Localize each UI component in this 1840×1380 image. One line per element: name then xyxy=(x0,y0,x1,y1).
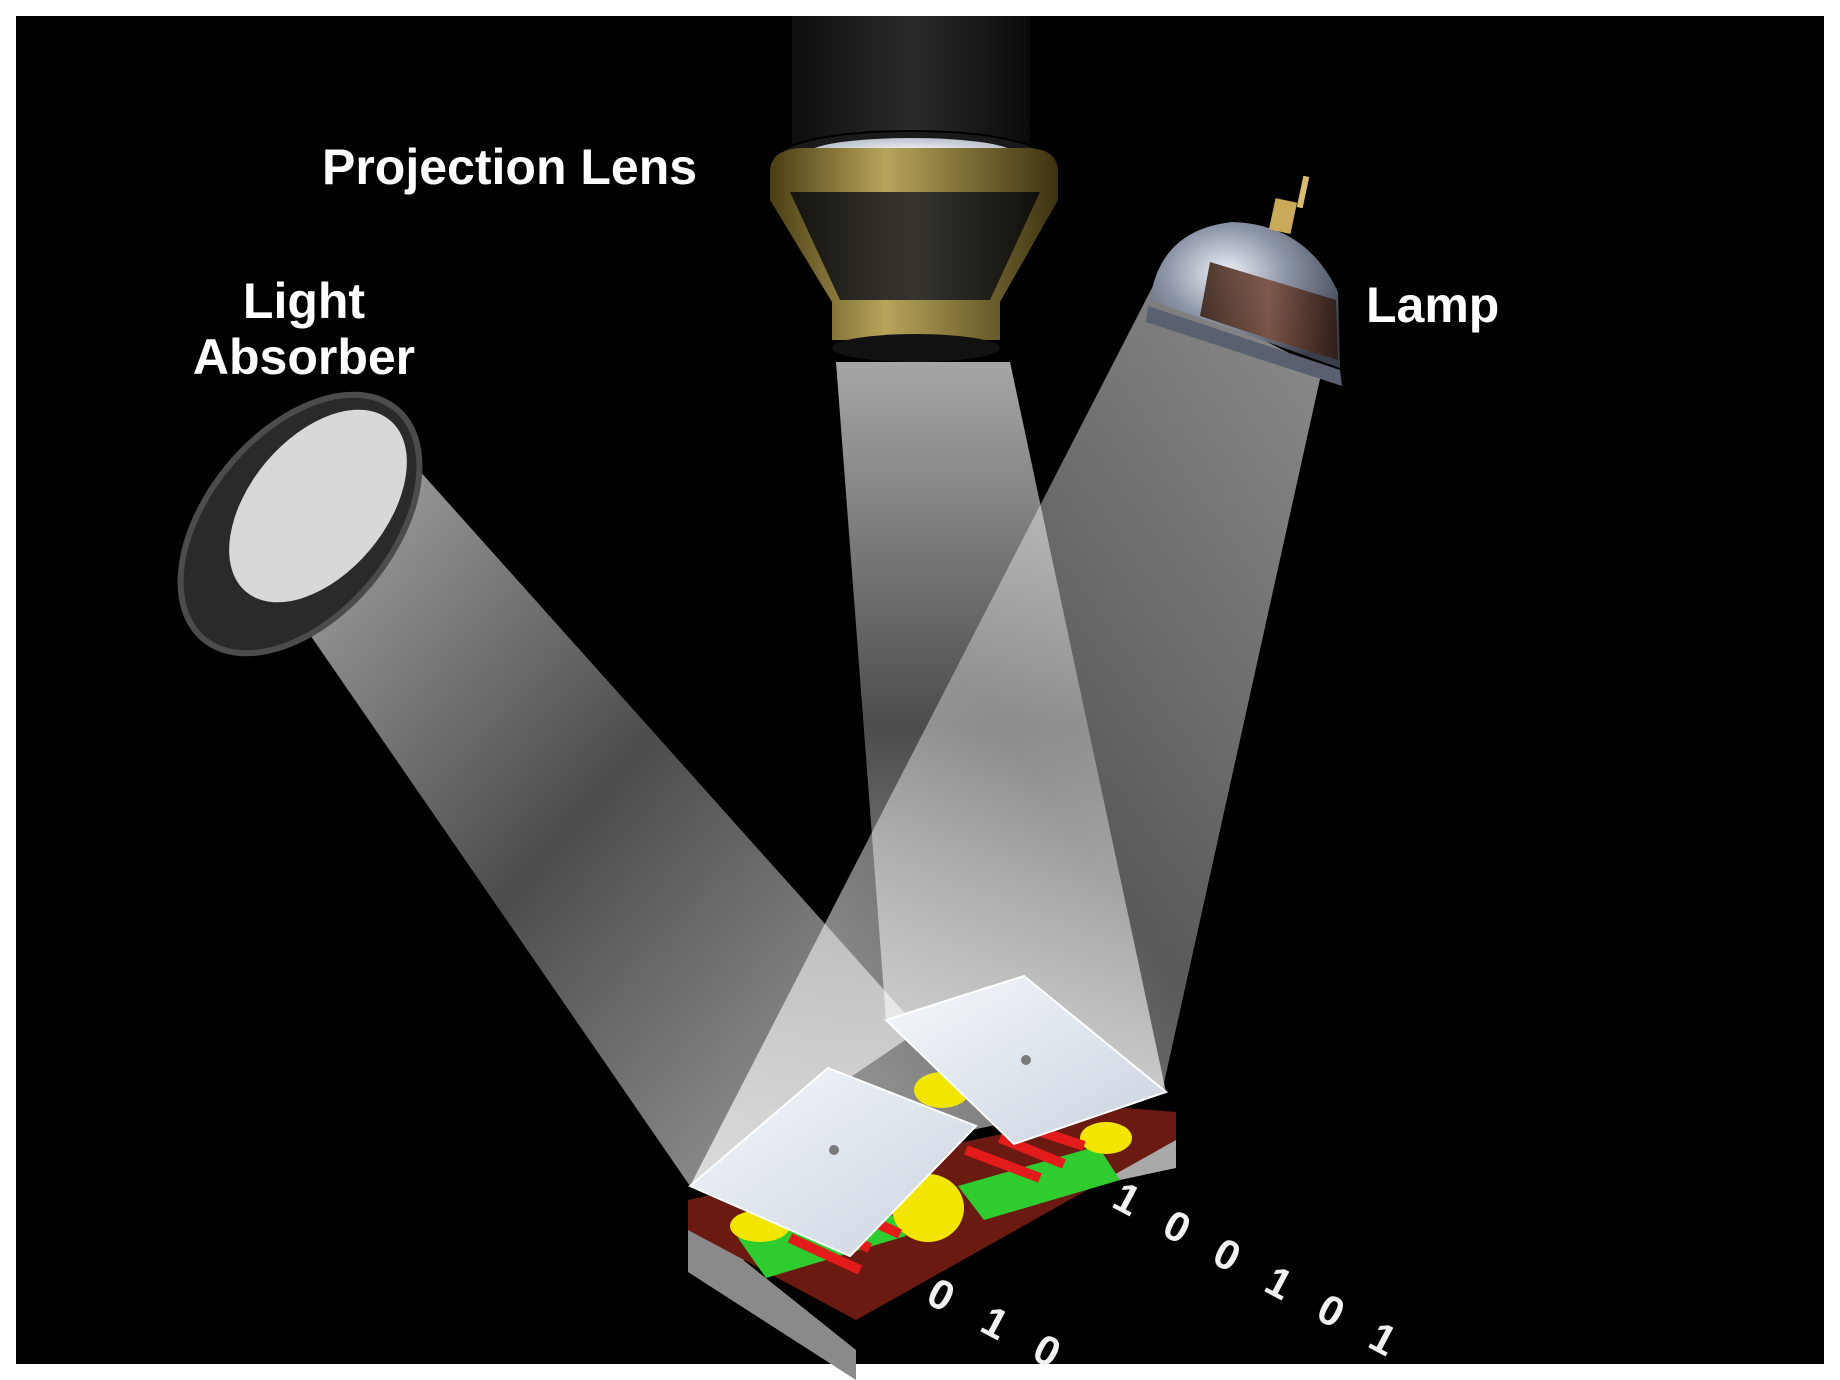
projection-lens-label: Projection Lens xyxy=(322,139,697,195)
lamp-label: Lamp xyxy=(1366,277,1499,333)
absorber-face xyxy=(229,409,407,603)
electrode-3 xyxy=(1080,1122,1132,1154)
projection-beam xyxy=(836,362,1166,1092)
yoke-right xyxy=(958,1146,1120,1220)
light-absorber-label-line1: Light xyxy=(243,273,366,329)
mirror-off-state xyxy=(688,1066,978,1258)
dmd-chip xyxy=(688,974,1176,1380)
light-beams xyxy=(246,284,1322,1186)
absorber-beam xyxy=(246,440,920,1186)
lamp-terminal xyxy=(1268,198,1298,234)
lamp xyxy=(1146,175,1342,386)
projection-lens xyxy=(770,16,1058,362)
light-absorber xyxy=(177,391,423,657)
light-absorber-label-line2: Absorber xyxy=(193,329,415,385)
